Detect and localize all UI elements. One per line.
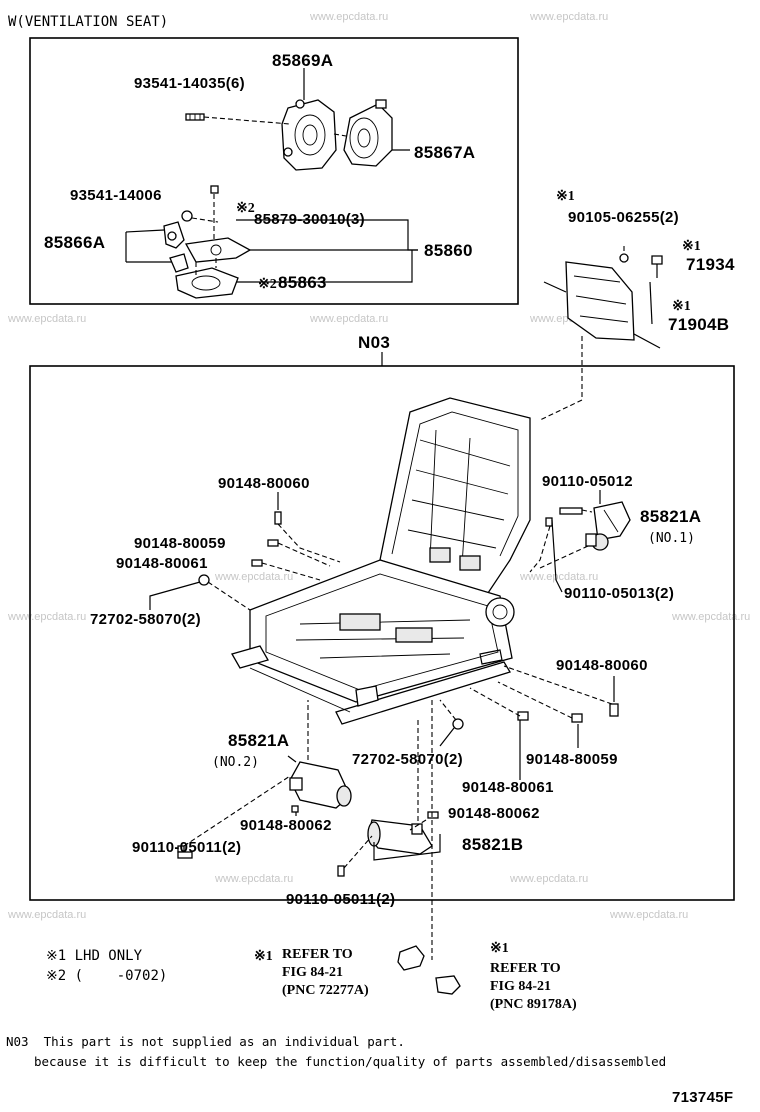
watermarks: www.epcdata.ru www.epcdata.ru www.epcdat… — [7, 11, 750, 921]
watermark: www.epcdata.ru — [609, 909, 688, 921]
mark-note-1: ※1 — [556, 189, 575, 204]
part-85821A-no2[interactable]: 85821A — [228, 731, 289, 750]
part-90148-80060[interactable]: 90148-80060 — [218, 475, 310, 492]
part-85860[interactable]: 85860 — [424, 241, 473, 260]
group-label-n03: N03 — [358, 333, 390, 352]
watermark: www.epcdata.ru — [7, 313, 86, 325]
refer-fig[interactable]: FIG 84-21 — [282, 965, 343, 980]
watermark: www.epcdata.ru — [7, 611, 86, 623]
ventilation-parts — [125, 68, 418, 299]
legend-lhd-only: ※1 LHD ONLY — [46, 948, 143, 964]
part-90148-80061[interactable]: 90148-80061 — [462, 779, 554, 796]
screw-93541-14035 — [185, 113, 205, 121]
part-90148-80060[interactable]: 90148-80060 — [556, 657, 648, 674]
watermark: www.epcdata.ru — [214, 571, 293, 583]
connector-icon — [397, 945, 425, 971]
part-90110-05012[interactable]: 90110-05012 — [542, 473, 633, 490]
part-90110-05011[interactable]: 90110-05011(2) — [132, 839, 241, 856]
part-85863[interactable]: 85863 — [278, 273, 327, 292]
fan-housing-85869A — [281, 99, 337, 171]
motor-no1-label: (NO.1) — [648, 531, 695, 546]
refer-fig[interactable]: FIG 84-21 — [490, 979, 551, 994]
motor-85821B — [367, 819, 433, 855]
base-85863 — [175, 267, 239, 299]
ventilation-seat-box — [29, 37, 519, 305]
part-90148-80059[interactable]: 90148-80059 — [134, 535, 226, 552]
mark-note-1: ※1 — [682, 239, 701, 254]
screw-93541-14006 — [210, 185, 219, 240]
watermark: www.epcdata.ru — [509, 873, 588, 885]
bracket-85860 — [184, 237, 252, 263]
bracket-assembly — [539, 246, 663, 421]
part-90110-05011[interactable]: 90110-05011(2) — [286, 891, 395, 908]
part-85867A[interactable]: 85867A — [414, 143, 475, 162]
part-71904B[interactable]: 71904B — [668, 315, 729, 334]
mark-note-1: ※1 — [490, 941, 509, 956]
part-85879-30010[interactable]: 85879-30010(3) — [254, 211, 365, 228]
refer-note-72277A: ※1 REFER TO FIG 84-21 (PNC 72277A) — [254, 945, 425, 998]
footnote-line-2: because it is difficult to keep the func… — [34, 1054, 666, 1069]
part-90148-80062[interactable]: 90148-80062 — [448, 805, 540, 822]
part-93541-14006[interactable]: 93541-14006 — [70, 187, 162, 204]
watermark: www.epcdata.ru — [529, 11, 608, 23]
bracket-labels: ※1 90105-06255(2) ※1 71934 ※1 71904B — [556, 189, 735, 334]
footnote-line-1: N03 This part is not supplied as an indi… — [6, 1034, 405, 1049]
part-90110-05013[interactable]: 90110-05013(2) — [564, 585, 674, 602]
sensor-icon — [435, 975, 461, 995]
watermark: www.epcdata.ru — [519, 571, 598, 583]
mark-note-1: ※1 — [672, 299, 691, 314]
mark-note-1: ※1 — [254, 949, 273, 964]
part-71934[interactable]: 71934 — [686, 255, 735, 274]
part-85821B[interactable]: 85821B — [462, 835, 523, 854]
seat-frame — [231, 397, 531, 725]
mark-note-2: ※2 — [258, 277, 277, 292]
main-hardware — [149, 490, 631, 960]
variant-label: W(VENTILATION SEAT) — [8, 14, 168, 30]
motor-no2-label: (NO.2) — [212, 755, 259, 770]
part-93541-14035[interactable]: 93541-14035(6) — [134, 75, 245, 92]
part-90148-80061[interactable]: 90148-80061 — [116, 555, 208, 572]
part-85866A[interactable]: 85866A — [44, 233, 105, 252]
motor-85821A-no2 — [289, 761, 352, 809]
part-90148-80062[interactable]: 90148-80062 — [240, 817, 332, 834]
refer-line: REFER TO — [282, 947, 353, 962]
part-85869A[interactable]: 85869A — [272, 51, 333, 70]
watermark: www.epcdata.ru — [7, 909, 86, 921]
refer-line: REFER TO — [490, 961, 561, 976]
bolt-90105 — [619, 253, 629, 263]
refer-note-89178A: ※1 REFER TO FIG 84-21 (PNC 89178A) — [435, 941, 577, 1012]
part-72702-58070[interactable]: 72702-58070(2) — [90, 611, 201, 628]
figure-code: 713745F — [672, 1089, 733, 1106]
refer-pnc: (PNC 89178A) — [490, 997, 577, 1012]
watermark: www.epcdata.ru — [214, 873, 293, 885]
fan-cover-85867A — [343, 99, 393, 167]
part-90148-80059[interactable]: 90148-80059 — [526, 751, 618, 768]
part-72702-58070[interactable]: 72702-58070(2) — [352, 751, 463, 768]
motor-85821A-no1 — [585, 501, 631, 551]
legend: ※1 LHD ONLY ※2 ( -0702) — [46, 948, 167, 984]
clip-85879 — [181, 210, 219, 223]
part-90105-06255[interactable]: 90105-06255(2) — [568, 209, 679, 226]
seat-frame-box — [29, 365, 735, 901]
blower-85866A — [163, 221, 189, 273]
watermark: www.epcdata.ru — [671, 611, 750, 623]
mark-note-2: ※2 — [236, 201, 255, 216]
part-85821A-no1[interactable]: 85821A — [640, 507, 701, 526]
watermark: www.epcdata.ru — [309, 11, 388, 23]
frame-labels: 90148-80060 90110-05012 85821A (NO.1) 90… — [90, 473, 701, 908]
refer-pnc: (PNC 72277A) — [282, 983, 369, 998]
watermark: www.epcdata.ru — [309, 313, 388, 325]
legend-date-range: ※2 ( -0702) — [46, 968, 167, 984]
footnote: N03 This part is not supplied as an indi… — [6, 1034, 666, 1069]
ventilation-labels: 85869A 93541-14035(6) 85867A 93541-14006… — [44, 51, 475, 292]
